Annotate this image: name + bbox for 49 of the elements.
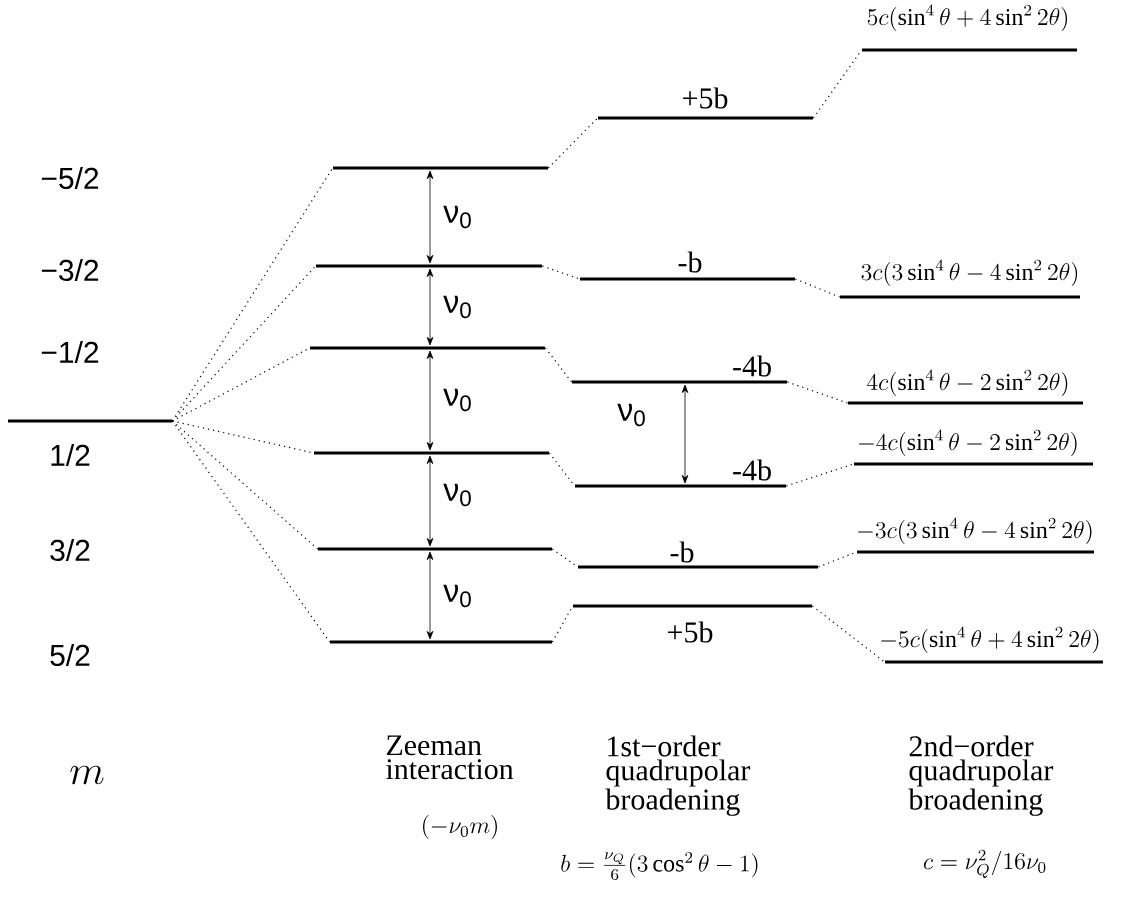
level-label: -4b <box>733 355 771 377</box>
arrow <box>426 350 434 451</box>
level-label: -4b <box>733 459 771 481</box>
level-label: $5c(\sin^4\theta+4\sin^2 2\theta)$ <box>867 4 1068 31</box>
quantum-number: −3/2 <box>41 259 99 281</box>
dotted-line <box>541 265 581 280</box>
arrow <box>426 455 434 547</box>
axis-symbol: $m$ <box>70 765 104 785</box>
edge-label: ν$_{0}$ <box>443 388 471 412</box>
quantum-number: 5/2 <box>50 644 90 666</box>
quantum-number: 1/2 <box>51 444 90 466</box>
level-label: $-3c(3\sin^4\theta-4\sin^2 2\theta)$ <box>858 517 1092 544</box>
column-caption: 2nd−order quadrupolar broadening <box>908 735 1054 816</box>
energy-level-line <box>8 419 172 423</box>
level-label: $-5c(\sin^4\theta+4\sin^2 2\theta)$ <box>881 626 1099 653</box>
formula: $b=\frac{\nu_Q}{6}(3\cos^2\theta-1)$ <box>561 852 758 881</box>
dotted-line <box>812 49 863 119</box>
arrow <box>426 268 434 346</box>
level-label: +5b <box>683 87 728 109</box>
dotted-line <box>548 452 576 487</box>
edge-label: ν$_{0}$ <box>443 205 471 229</box>
level-label: $-4c(\sin^4\theta-2\sin^2 2\theta)$ <box>859 429 1077 456</box>
dotted-line <box>547 117 599 169</box>
edge-label: ν$_{0}$ <box>617 403 645 427</box>
level-label: +5b <box>668 621 713 643</box>
level-label: $3c(3\sin^4\theta-4\sin^2 2\theta)$ <box>861 259 1078 286</box>
column-caption: Zeeman interaction <box>386 735 514 780</box>
edge-label: ν$_{0}$ <box>443 295 471 319</box>
dotted-line <box>817 551 858 568</box>
dotted-line <box>786 381 849 404</box>
quantum-number: −5/2 <box>41 167 99 189</box>
dotted-line <box>171 347 311 422</box>
dotted-line <box>551 605 574 643</box>
arrow <box>681 384 689 484</box>
level-label: -b <box>678 251 702 273</box>
dotted-line <box>544 347 573 383</box>
level-label: $4c(\sin^4\theta-2\sin^2 2\theta)$ <box>867 369 1068 396</box>
column-caption: 1st−order quadrupolar broadening <box>605 735 751 816</box>
edge-label: ν$_{0}$ <box>443 483 471 507</box>
quantum-number: −1/2 <box>41 341 99 363</box>
formula: $c=\nu_Q^2/16\nu_0$ <box>923 849 1046 878</box>
dotted-line <box>785 463 855 487</box>
arrow <box>426 551 434 640</box>
formula: $(-\nu_0 m)$ <box>423 815 497 839</box>
dotted-line <box>811 605 886 663</box>
arrow <box>426 170 434 264</box>
edge-label: ν$_{0}$ <box>443 584 471 608</box>
level-label: -b <box>670 541 694 563</box>
quantum-number: 3/2 <box>50 539 90 561</box>
